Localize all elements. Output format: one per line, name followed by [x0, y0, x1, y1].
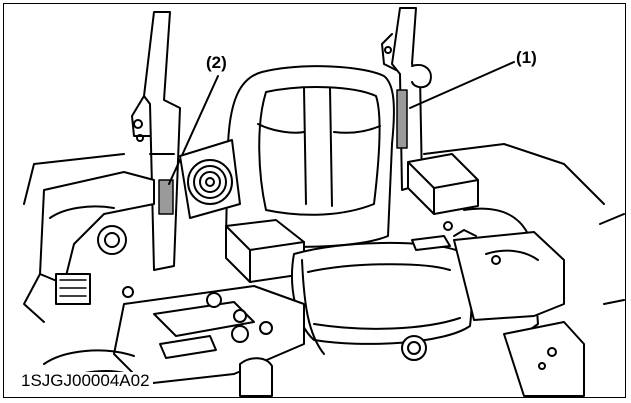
rops-post-left — [131, 11, 181, 271]
armrest-right — [407, 153, 479, 215]
right-body — [453, 213, 625, 397]
mower-seat-illustration — [23, 7, 625, 397]
left-fender — [23, 171, 155, 323]
rear-rail — [23, 143, 605, 205]
callout-label-1: (1) — [516, 48, 537, 67]
armrest-left — [225, 219, 305, 283]
figure-code: 1SJGJ00004A02 — [18, 371, 153, 391]
diagram-frame: (1) (2) 1SJGJ00004A02 — [3, 3, 626, 398]
leader-line-1 — [409, 61, 515, 109]
seat-back — [225, 65, 395, 248]
warning-label-1 — [396, 89, 408, 149]
control-deck — [113, 285, 305, 397]
fan-grille — [179, 139, 241, 219]
callout-label-2: (2) — [206, 53, 227, 72]
warning-label-2 — [158, 179, 174, 215]
leader-line-2 — [168, 75, 219, 185]
seat-cushion — [291, 241, 473, 361]
